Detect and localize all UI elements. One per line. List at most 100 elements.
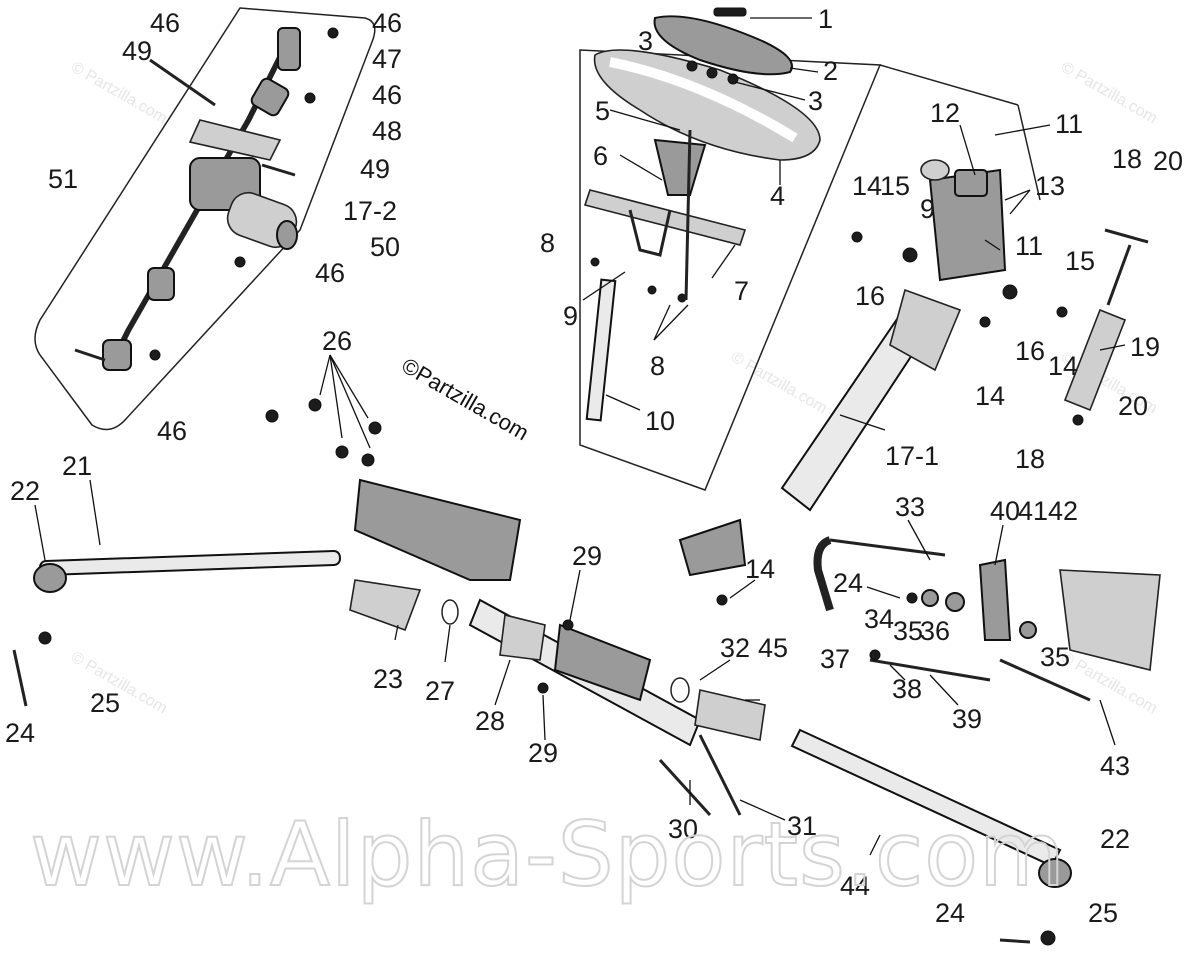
nut-46	[149, 349, 161, 361]
part-label-14: 14	[745, 554, 775, 584]
part-label-39: 39	[952, 704, 982, 734]
part-label-49: 49	[122, 36, 152, 66]
joint-yoke	[250, 77, 290, 117]
bolt-30	[658, 758, 712, 817]
watermark-tile: © Partzilla.com	[68, 59, 170, 128]
bushing-16	[902, 247, 918, 263]
watermark-tile: © Partzilla.com	[728, 349, 830, 418]
right-boot	[694, 689, 766, 741]
part-label-17-2: 17-2	[343, 196, 397, 226]
part-label-26: 26	[322, 326, 352, 356]
nut-14	[1056, 306, 1068, 318]
part-label-31: 31	[787, 811, 817, 841]
partzilla-credit: ©Partzilla.com	[398, 353, 534, 446]
hose-33-line	[829, 538, 946, 557]
part-label-25: 25	[90, 688, 120, 718]
nut-46	[304, 92, 316, 104]
part-label-11: 11	[1055, 109, 1083, 139]
hose-33	[813, 536, 834, 612]
bushing-35	[921, 589, 939, 607]
part-label-7: 7	[734, 276, 749, 306]
bolt-29	[537, 682, 549, 694]
eps-assembly	[34, 7, 376, 431]
part-label-14: 14	[1048, 351, 1078, 381]
bolt-8	[590, 257, 600, 267]
part-label-1: 1	[818, 4, 833, 34]
part-label-11: 11	[1015, 231, 1043, 261]
part-label-14: 14	[852, 171, 882, 201]
part-label-23: 23	[373, 664, 403, 694]
castle-nut-25	[1040, 930, 1056, 946]
part-label-27: 27	[425, 676, 455, 706]
part-label-24: 24	[5, 718, 35, 748]
bushing-35	[1019, 621, 1037, 639]
part-label-16: 16	[855, 281, 885, 311]
tilt-box-right	[1017, 104, 1041, 201]
part-label-24: 24	[833, 568, 863, 598]
strut-bolt	[1104, 228, 1149, 244]
leader-lines	[34, 17, 1126, 856]
cotter-pin-24	[999, 938, 1031, 944]
steering-wheel-inner	[609, 57, 798, 143]
mount-plate	[188, 119, 282, 161]
part-label-14: 14	[975, 381, 1005, 411]
part-label-2: 2	[823, 56, 838, 86]
part-label-20: 20	[1118, 391, 1148, 421]
lower-u-joint	[147, 267, 175, 301]
part-label-4: 4	[770, 181, 785, 211]
pinion-housing	[553, 623, 652, 702]
part-label-28: 28	[475, 706, 505, 736]
part-label-21: 21	[62, 451, 92, 481]
o-ring-27	[441, 599, 459, 625]
column-cage	[628, 209, 672, 257]
part-label-22: 22	[1100, 824, 1130, 854]
part-label-46: 46	[372, 80, 402, 110]
part-label-45: 45	[758, 633, 788, 663]
part-label-33: 33	[895, 492, 925, 522]
bolt	[74, 348, 106, 362]
o-ring-32	[670, 677, 690, 703]
part-label-12: 12	[930, 98, 960, 128]
part-label-46: 46	[157, 416, 187, 446]
part-label-51: 51	[48, 164, 78, 194]
part-label-29: 29	[528, 738, 558, 768]
tilt-column-assembly	[678, 64, 1149, 606]
washer-34	[906, 592, 918, 604]
part-label-34: 34	[864, 604, 894, 634]
part-label-35: 35	[893, 616, 923, 646]
nut-26	[335, 445, 349, 459]
lower-yoke	[102, 339, 132, 371]
part-label-5: 5	[595, 96, 610, 126]
steering-shaft	[585, 278, 617, 422]
nut-26	[308, 398, 322, 412]
part-label-46: 46	[372, 8, 402, 38]
gear-36	[945, 592, 965, 612]
part-label-30: 30	[668, 814, 698, 844]
rod-38	[869, 658, 991, 682]
bushing-16	[1002, 284, 1018, 300]
part-label-22: 22	[10, 476, 40, 506]
part-label-13: 13	[1035, 171, 1065, 201]
nut-26	[265, 409, 279, 423]
bolt-shank	[684, 129, 692, 301]
part-label-40: 40	[990, 496, 1020, 526]
bolt-49	[261, 163, 296, 177]
part-label-44: 44	[840, 871, 870, 901]
bolt-29	[562, 619, 574, 631]
part-label-35: 35	[1040, 642, 1070, 672]
part-label-41: 41	[1018, 496, 1048, 526]
part-label-50: 50	[370, 232, 400, 262]
part-label-29: 29	[572, 541, 602, 571]
part-label-43: 43	[1100, 751, 1130, 781]
column-head	[889, 288, 962, 372]
left-boot	[349, 579, 422, 632]
tilt-box-top	[879, 64, 1019, 106]
part-label-47: 47	[372, 44, 402, 74]
nut-46	[327, 27, 339, 39]
alpha-sports-watermark: www.Alpha-Sports.com	[30, 803, 1066, 906]
nut-14	[716, 594, 728, 606]
tilt-knob	[920, 159, 950, 181]
part-label-9: 9	[563, 301, 578, 331]
part-label-15: 15	[880, 171, 910, 201]
